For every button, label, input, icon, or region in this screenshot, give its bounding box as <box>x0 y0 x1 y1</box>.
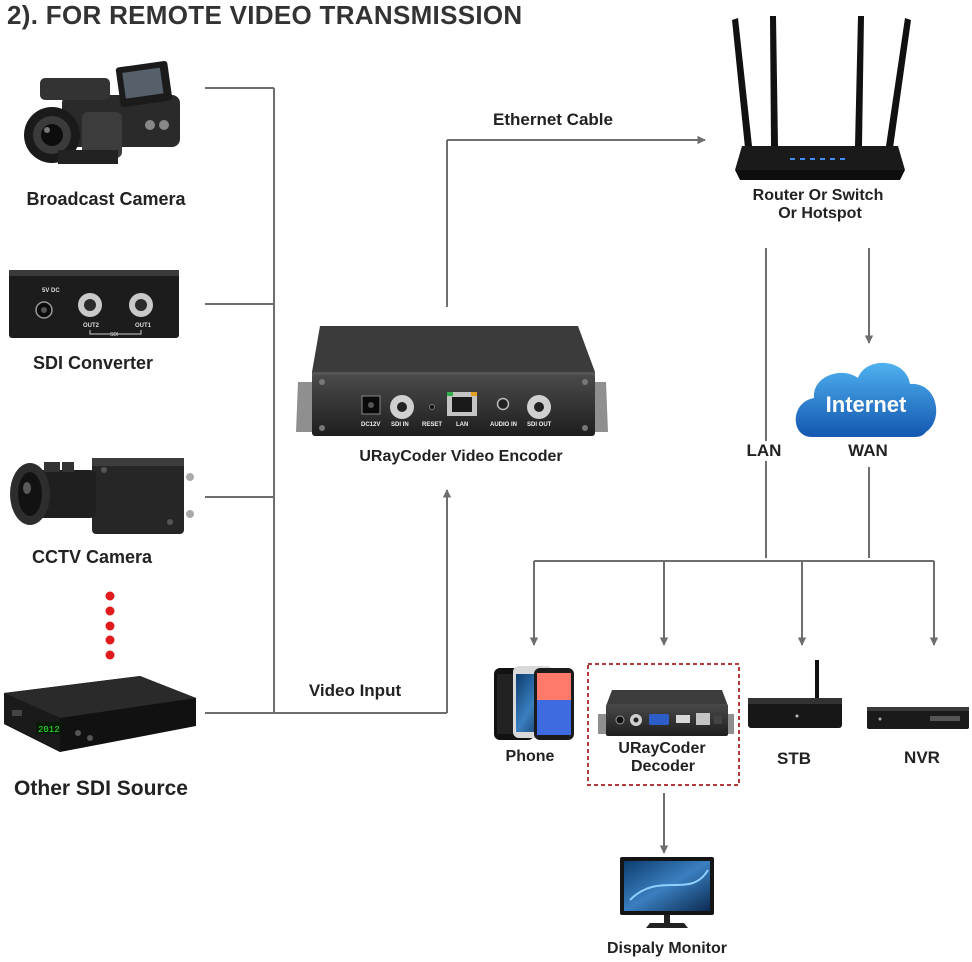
page-title: 2). FOR REMOTE VIDEO TRANSMISSION <box>7 0 523 30</box>
nvr-label: NVR <box>904 748 940 767</box>
phone-icon <box>494 666 574 740</box>
monitor-label: Dispaly Monitor <box>606 940 728 957</box>
cctv-camera-icon <box>10 458 194 534</box>
stb-label: STB <box>777 749 811 768</box>
sdi-converter-out1-text: OUT1 <box>135 323 152 329</box>
encoder-label: URayCoder Video Encoder <box>359 448 563 465</box>
internet-cloud-icon: Internet <box>795 362 937 437</box>
sdi-converter-power-text: 5V DC <box>42 288 60 294</box>
sdi-converter-icon: 5V DC OUT2 OUT1 SDI <box>9 270 179 338</box>
ethernet-cable-label: Ethernet Cable <box>493 110 613 129</box>
sdi-converter-label: SDI Converter <box>32 353 154 373</box>
encoder-port-sdi-in: SDI IN <box>391 422 409 428</box>
lan-label: LAN <box>744 441 784 461</box>
phone-label: Phone <box>505 748 555 765</box>
decoder-highlight-box <box>587 663 740 786</box>
video-encoder-icon: DC12V SDI IN RESET LAN AUDIO IN SDI OUT <box>296 326 608 436</box>
stb-display-text: 2012 <box>38 725 60 735</box>
router-label-line1: Router Or Switch <box>752 187 884 204</box>
stb-icon <box>748 660 842 728</box>
video-decoder-icon <box>598 690 734 736</box>
sdi-converter-out2-text: OUT2 <box>83 323 100 329</box>
decoder-label-line1: URayCoder <box>618 740 706 757</box>
cctv-camera-label: CCTV Camera <box>31 547 153 567</box>
more-sources-dots <box>105 591 115 660</box>
connector-lines <box>205 87 939 854</box>
display-monitor-icon <box>620 857 714 928</box>
broadcast-camera-label: Broadcast Camera <box>26 189 186 209</box>
sdi-converter-sdi-text: SDI <box>110 332 118 338</box>
encoder-port-dc: DC12V <box>361 422 380 428</box>
encoder-port-reset: RESET <box>422 422 442 428</box>
nvr-icon <box>867 707 969 729</box>
wan-label: WAN <box>846 441 890 461</box>
router-label-line2: Or Hotspot <box>778 205 862 222</box>
other-sdi-source-label: Other SDI Source <box>14 777 188 800</box>
encoder-port-sdi-out: SDI OUT <box>527 422 552 428</box>
router-icon <box>732 16 911 180</box>
video-input-label: Video Input <box>308 681 402 700</box>
encoder-port-audio-in: AUDIO IN <box>490 422 517 428</box>
other-sdi-source-icon: 2012 <box>4 676 196 752</box>
decoder-label-line2: Decoder <box>630 758 696 775</box>
internet-label: Internet <box>826 392 907 417</box>
encoder-port-lan: LAN <box>456 422 468 428</box>
broadcast-camera-icon <box>24 60 180 164</box>
